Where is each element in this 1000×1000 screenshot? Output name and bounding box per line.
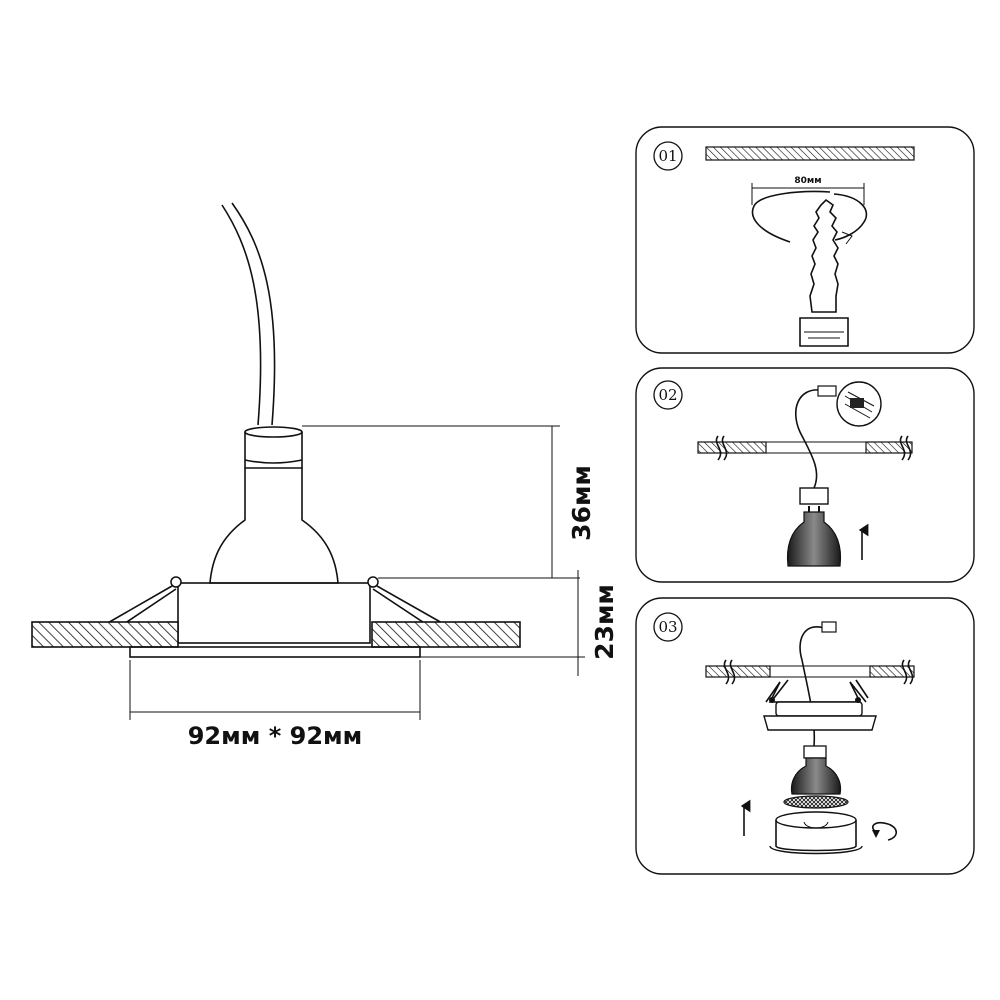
step-03-ceiling-left: [705, 665, 771, 678]
dimension-height-bottom: 23мм: [420, 570, 619, 676]
height-bottom-label: 23мм: [590, 584, 619, 660]
lamp-reflector: [209, 468, 339, 584]
step-03-number: 03: [658, 618, 677, 636]
step-03-terminal-block: [821, 621, 837, 633]
step-03-panel: 03: [635, 597, 975, 875]
step-03-bulb-icon: [790, 757, 842, 795]
lamp-socket: [244, 432, 303, 469]
step-02-ceiling-right: [865, 441, 913, 454]
fixture-flange-step-03: [763, 715, 877, 731]
step-03-ceiling-right: [869, 665, 915, 678]
fixture-flange: [129, 646, 421, 658]
power-cable: [221, 204, 262, 426]
lamp-holder: [799, 487, 829, 505]
ceiling-right: [371, 621, 521, 648]
step-01-number: 01: [658, 147, 677, 165]
ceiling-left: [31, 621, 179, 648]
fixture-ring: [177, 582, 371, 644]
saw-blade-icon: [809, 198, 839, 313]
height-top-label: 36мм: [567, 465, 596, 541]
step-02-panel: 02: [635, 367, 975, 583]
mesh-ring: [783, 795, 849, 809]
step-02-number: 02: [658, 386, 677, 404]
step-03-badge: [653, 612, 683, 642]
dimension-height-top: 36мм: [302, 425, 596, 579]
step-02-badge: [653, 380, 683, 410]
main-fixture-drawing: 36мм 23мм 92мм * 92мм: [31, 202, 619, 750]
step-01-badge: [653, 141, 683, 171]
gu10-bulb-icon: [786, 511, 842, 567]
cut-diameter-label: 80мм: [794, 176, 821, 186]
spring-clip-left: [170, 576, 182, 588]
step-03-lamp-holder: [803, 745, 827, 759]
saw-handle: [799, 317, 849, 347]
terminal-block: [817, 385, 837, 397]
dimension-width: 92мм * 92мм: [129, 660, 421, 750]
width-label: 92мм * 92мм: [188, 722, 363, 750]
step-01-panel: 01 80мм: [635, 126, 975, 354]
step-02-wire: [795, 389, 821, 489]
step-02-ceiling-left: [697, 441, 767, 454]
retaining-ring: [769, 811, 863, 855]
spring-clip-right: [367, 576, 379, 588]
step-01-ceiling: [705, 146, 915, 161]
cut-hole-outline: [751, 190, 831, 243]
rotate-arrow-icon: [872, 821, 898, 841]
